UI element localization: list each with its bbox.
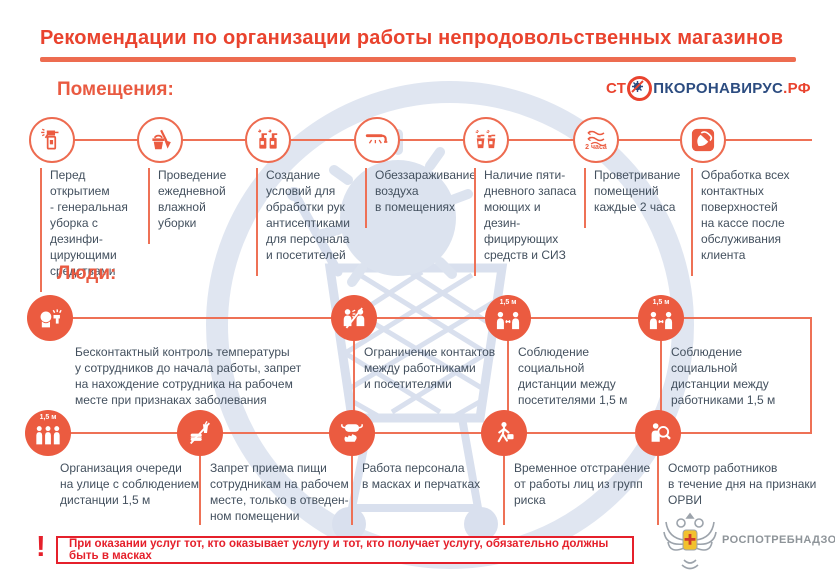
no-food-icon: [177, 410, 223, 456]
section-people-label: Люди:: [57, 263, 117, 284]
queue-icon: 1,5 м: [25, 410, 71, 456]
logo-text-part1: СТ: [606, 80, 627, 97]
no-contact-icon: [331, 295, 377, 341]
premises-item-text: Обеззараживание воздуха в помещениях: [365, 168, 476, 228]
column-divider-line: [351, 456, 353, 525]
ventilation-waves-icon: 2 часа: [573, 117, 619, 163]
column-divider-line: [503, 456, 505, 525]
people-item-text: Осмотр работников в течение дня на призн…: [668, 461, 817, 507]
premises-item-text: Перед открытием - генеральная уборка с д…: [40, 168, 146, 292]
temperature-check-icon: [27, 295, 73, 341]
people-item-text: Работа персонала в масках и перчатках: [362, 461, 481, 491]
social-distance-icon: 1,5 м: [638, 295, 684, 341]
uv-lamp-icon: [354, 117, 400, 163]
rospotrebnadzor-label: РОСПОТРЕБНАДЗОР: [722, 534, 835, 546]
people-item-text: Запрет приема пищи сотрудникам на рабоче…: [210, 461, 349, 523]
people-item-text: Соблюдение социальной дистанции между по…: [518, 345, 628, 407]
sanitizer-dispensers-icon: [245, 117, 291, 163]
social-distance-icon: 1,5 м: [485, 295, 531, 341]
people-row2-connector-line: [48, 432, 812, 434]
logo-text-part3: .РФ: [783, 80, 811, 97]
distance-badge: 1,5 м: [652, 299, 670, 306]
people-item-text: Ограничение контактов между работниками …: [364, 345, 496, 391]
ventilation-interval-badge: 2 часа: [585, 143, 607, 151]
disinfectant-stock-icon: [463, 117, 509, 163]
people-item-text: Временное отстранение от работы лиц из г…: [514, 461, 651, 507]
no-virus-icon: [627, 76, 653, 101]
column-divider-line: [353, 341, 355, 433]
mask-requirement-banner: При оказании услуг тот, кто оказывает ус…: [56, 536, 634, 564]
surface-wipe-icon: [680, 117, 726, 163]
health-inspection-icon: [635, 410, 681, 456]
distance-badge: 1,5 м: [499, 299, 517, 306]
people-item-text: Организация очереди на улице с соблюдени…: [60, 461, 199, 507]
risk-group-icon: [481, 410, 527, 456]
people-item-text: Бесконтактный контроль температуры у сот…: [75, 345, 302, 407]
premises-item-text: Проведение ежедневной влажной уборки: [148, 168, 254, 244]
mask-gloves-icon: [329, 410, 375, 456]
premises-item-text: Обработка всех контактных поверхностей н…: [691, 168, 801, 276]
column-divider-line: [660, 341, 662, 433]
premises-item-text: Наличие пяти- дневного запаса моющих и д…: [474, 168, 580, 276]
spray-bottle-icon: [29, 117, 75, 163]
title-underline: [40, 57, 796, 62]
bucket-mop-icon: [137, 117, 183, 163]
people-row1-connector-line: [50, 317, 812, 319]
column-divider-line: [199, 456, 201, 525]
premises-connector-line: [52, 139, 812, 141]
exclamation-mark: !: [36, 531, 46, 563]
premises-item-text: Проветривание помещений каждые 2 часа: [584, 168, 690, 228]
people-item-text: Соблюдение социальной дистанции между ра…: [671, 345, 776, 407]
column-divider-line: [657, 456, 659, 525]
premises-item-text: Создание условий для обработки рук антис…: [256, 168, 362, 276]
distance-badge: 1,5 м: [39, 414, 57, 421]
section-premises-label: Помещения:: [57, 79, 174, 100]
rospotrebnadzor-emblem-icon: [660, 510, 720, 574]
page-title: Рекомендации по организации работы непро…: [40, 27, 784, 49]
right-edge-connector-line: [810, 317, 812, 434]
logo-text-part2: ПКОРОНАВИРУС: [653, 80, 784, 97]
stopcoronavirus-logo: СТ ПКОРОНАВИРУС.РФ: [606, 76, 811, 101]
column-divider-line: [507, 341, 509, 433]
